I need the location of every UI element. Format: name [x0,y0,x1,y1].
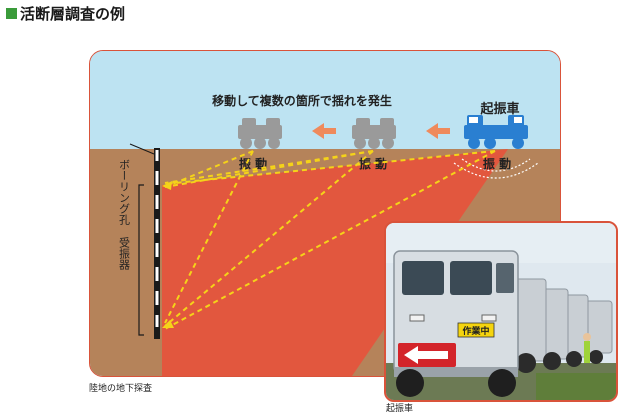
receiver-label: 受振器 [118,237,131,271]
ray-arrowheads [162,181,174,328]
move-caption: 移動して複数の箇所で揺れを発生 [212,93,392,108]
section-title: 活断層調査の例 [6,3,125,24]
vibrator-truck-icon [464,115,528,149]
title-marker-icon [6,8,17,19]
receiver-bracket [138,184,144,336]
work-sign-text: 作業中 [462,325,489,337]
truck-ghost-icon [352,118,396,149]
truck-ghost-icon [238,118,282,149]
vibration-label-3: 振 動 [483,156,511,171]
truck-photo-illustration: 作業中 [386,223,616,400]
vibration-label-1: 振 動 [239,156,267,171]
photo-caption: 起振車 [386,404,414,414]
section-title-text: 活断層調査の例 [20,5,126,23]
vibrator-truck-photo: 作業中 [384,221,618,402]
left-arrow-icon [312,123,336,139]
diagram-caption: 陸地の地下探査 [89,384,153,394]
left-arrow-icon [426,123,450,139]
wave-propagation-zone [162,149,508,376]
vibrator-truck-label: 起振車 [479,101,519,117]
borehole [154,148,160,339]
seismic-rays [164,150,496,330]
borehole-label: ボーリング孔 [118,159,131,226]
vibration-label-2: 振 動 [359,156,387,171]
borehole-pointer [129,143,155,155]
